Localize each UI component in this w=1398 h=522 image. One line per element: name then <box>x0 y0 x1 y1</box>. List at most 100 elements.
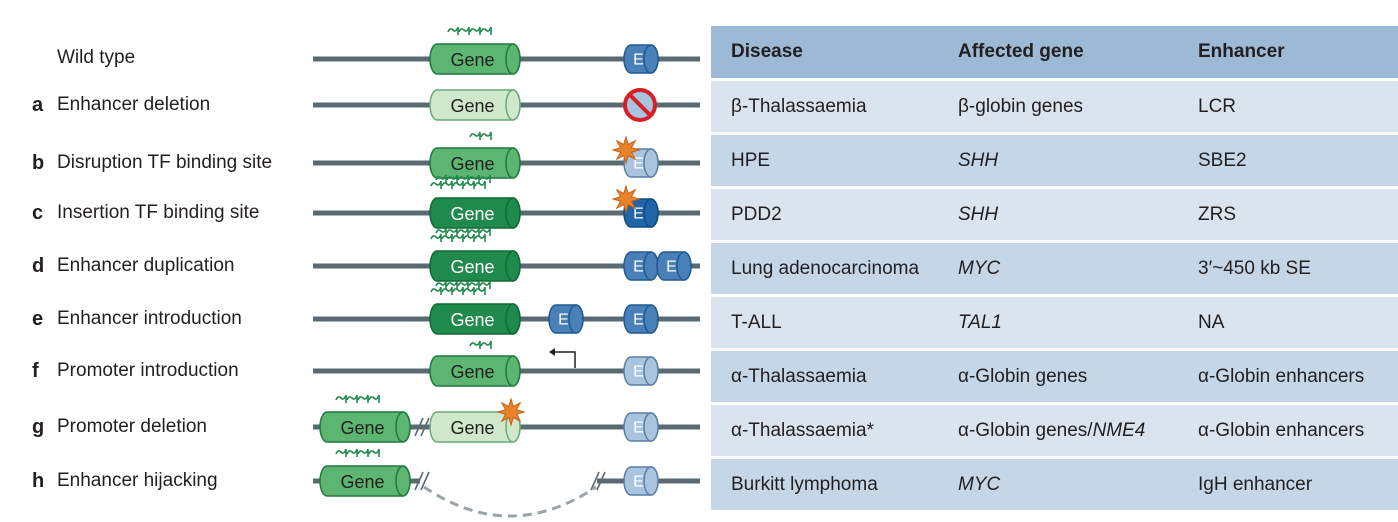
transcript-icon <box>446 280 458 289</box>
transcript-icon <box>435 280 447 289</box>
enhancer-cylinder-label: E <box>633 312 644 329</box>
enhancer-cylinder-cap <box>643 44 659 74</box>
mutation-burst-icon <box>611 135 641 165</box>
transcript-icon <box>479 280 491 289</box>
cell-gene: SHH <box>938 132 1178 188</box>
enhancer-cylinder-cap <box>643 148 659 178</box>
header-affected-gene: Affected gene <box>938 26 1178 80</box>
gene-cylinder-cap <box>505 43 521 75</box>
mutation-burst-icon <box>611 184 641 214</box>
cell-enhancer: SBE2 <box>1178 132 1398 188</box>
transcript-icon <box>468 280 480 289</box>
cell-gene: TAL1 <box>938 294 1178 350</box>
transcript-icon <box>469 131 481 140</box>
gene-cylinder-label: Gene <box>450 310 494 330</box>
transcript-icon <box>452 233 464 242</box>
transcript-icon <box>446 227 458 236</box>
transcript-icon <box>479 174 491 183</box>
transcript-icon <box>469 340 481 349</box>
table-row: α-Thalassaemia* α-Globin genes/NME4 α-Gl… <box>711 402 1398 458</box>
cell-enhancer: IgH enhancer <box>1178 456 1398 510</box>
break-mark <box>590 471 600 491</box>
gene-cylinder-label: Gene <box>450 204 494 224</box>
mutation-burst-icon <box>496 397 526 427</box>
enhancer-cylinder-label: E <box>633 52 644 69</box>
enhancer-cylinder-cap <box>568 304 584 334</box>
header-disease: Disease <box>711 26 938 80</box>
gene-cylinder-cap <box>505 303 521 335</box>
cell-disease: Lung adenocarcinoma <box>711 240 938 296</box>
transcript-icon <box>463 233 475 242</box>
cell-enhancer: ZRS <box>1178 186 1398 242</box>
transcript-icon <box>430 180 442 189</box>
cell-enhancer: α-Globin enhancers <box>1178 402 1398 458</box>
transcript-icon <box>435 174 447 183</box>
header-enhancer: Enhancer <box>1178 26 1398 80</box>
transcript-icon <box>441 233 453 242</box>
gene-cylinder-cap <box>505 147 521 179</box>
transcript-icon <box>457 227 469 236</box>
cell-gene: SHH <box>938 186 1178 242</box>
table-row: Burkitt lymphoma MYC IgH enhancer <box>711 456 1398 510</box>
break-mark <box>420 471 430 491</box>
transcript-icon <box>452 286 464 295</box>
break-mark <box>596 471 606 491</box>
transcript-icon <box>463 286 475 295</box>
disease-table-grid: Disease Affected gene Enhancer β-Thalass… <box>711 26 1398 510</box>
enhancer-cylinder-label: E <box>558 312 569 329</box>
transcript-icon <box>335 448 347 457</box>
transcript-icon <box>346 394 358 403</box>
table-row: T-ALL TAL1 NA <box>711 294 1398 350</box>
table-row: HPE SHH SBE2 <box>711 132 1398 188</box>
transcript-icon <box>335 394 347 403</box>
hijack-arc <box>423 485 597 518</box>
transcript-icon <box>446 174 458 183</box>
transcript-icon <box>441 286 453 295</box>
cell-enhancer: LCR <box>1178 78 1398 134</box>
transcript-icon <box>474 286 486 295</box>
cell-disease: α-Thalassaemia <box>711 348 938 404</box>
enhancer-cylinder-cap <box>643 356 659 386</box>
disease-table: Disease Affected gene Enhancer β-Thalass… <box>711 26 1398 510</box>
cell-disease: T-ALL <box>711 294 938 350</box>
gene-cylinder-cap <box>505 355 521 387</box>
promoter-arrow-icon <box>552 351 576 368</box>
enhancer-cylinder-label: E <box>633 259 644 276</box>
promoter-arrow-head <box>549 348 555 356</box>
transcript-icon <box>357 394 369 403</box>
cell-disease: PDD2 <box>711 186 938 242</box>
enhancer-cylinder-cap <box>643 304 659 334</box>
gene-cylinder-label: Gene <box>340 472 384 492</box>
transcript-icon <box>457 280 469 289</box>
gene-cylinder-label: Gene <box>450 154 494 174</box>
transcript-icon <box>480 340 492 349</box>
cell-gene: α-Globin genes <box>938 348 1178 404</box>
gene-cylinder-cap <box>395 465 411 497</box>
transcript-icon <box>441 180 453 189</box>
transcript-icon <box>346 448 358 457</box>
break-mark <box>414 471 424 491</box>
gene-cylinder-label: Gene <box>450 418 494 438</box>
enhancer-cylinder-label: E <box>633 206 644 223</box>
transcript-icon <box>430 233 442 242</box>
cell-disease: α-Thalassaemia* <box>711 402 938 458</box>
cell-disease: β-Thalassaemia <box>711 78 938 134</box>
enhancer-cylinder-label: E <box>633 420 644 437</box>
cell-enhancer: 3′~450 kb SE <box>1178 240 1398 296</box>
enhancer-cylinder-label: E <box>633 156 644 173</box>
transcript-icon <box>435 227 447 236</box>
cell-gene: β-globin genes <box>938 78 1178 134</box>
cell-enhancer: α-Globin enhancers <box>1178 348 1398 404</box>
enhancer-cylinder-cap <box>643 412 659 442</box>
gene-cylinder-cap <box>505 89 521 121</box>
table-row: β-Thalassaemia β-globin genes LCR <box>711 78 1398 134</box>
break-mark <box>420 417 430 437</box>
gene-cylinder-label: Gene <box>450 50 494 70</box>
cell-disease: HPE <box>711 132 938 188</box>
enhancer-cylinder-label: E <box>633 474 644 491</box>
gene-cylinder-label: Gene <box>340 418 384 438</box>
enhancer-cylinder-cap <box>643 466 659 496</box>
gene-cylinder-cap <box>505 197 521 229</box>
transcript-icon <box>368 448 380 457</box>
